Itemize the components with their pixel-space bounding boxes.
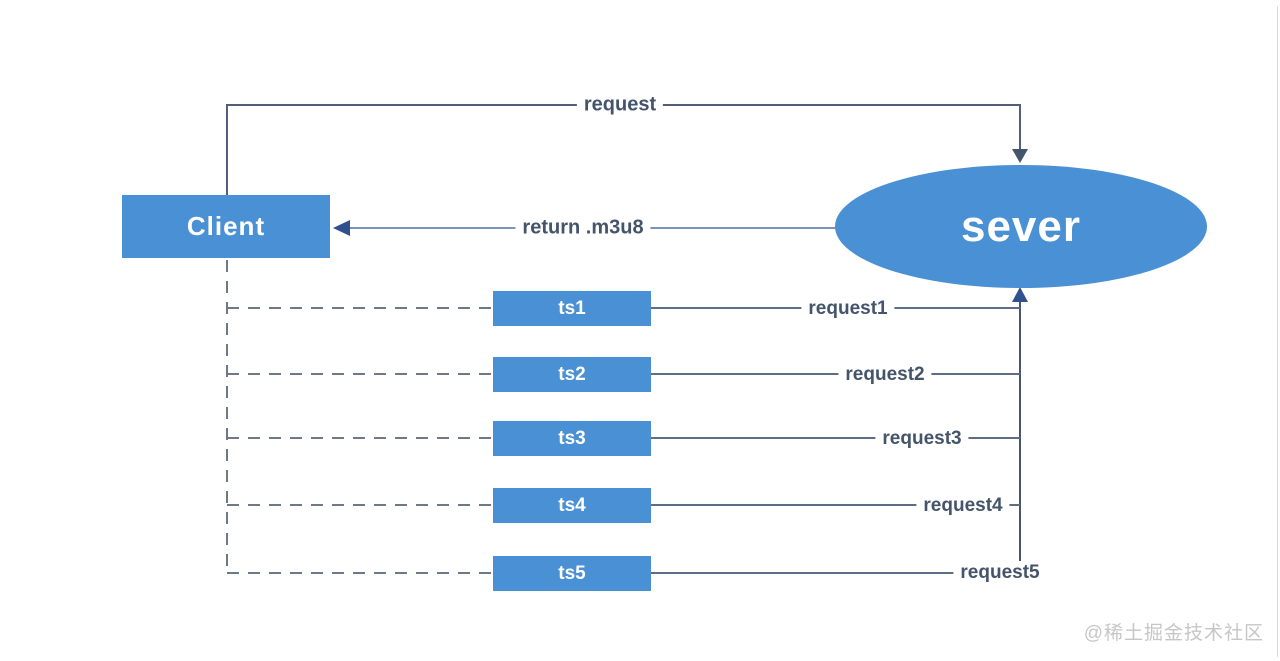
ts-segment-box: ts5 xyxy=(493,556,651,591)
ts-segment-box: ts3 xyxy=(493,421,651,456)
arrowhead-up-icon xyxy=(1012,287,1028,302)
ts-request-edge-label: request1 xyxy=(801,297,895,321)
watermark-text: @稀土掘金技术社区 xyxy=(1083,623,1264,644)
server-node: sever xyxy=(835,165,1207,288)
ts-request-edge-label: request4 xyxy=(916,494,1010,518)
ts-segment-box: ts1 xyxy=(493,291,651,326)
ts-request-edge-label: request2 xyxy=(838,363,932,387)
page-right-border xyxy=(1277,6,1278,657)
ts-segment-box: ts2 xyxy=(493,357,651,392)
ts-request-edge-label: request5 xyxy=(953,561,1047,585)
ts-request-edge-label: request3 xyxy=(875,427,969,451)
return-m3u8-edge-label: return .m3u8 xyxy=(515,215,651,241)
arrowhead-left-icon xyxy=(333,220,350,236)
request-edge-label: request xyxy=(576,92,664,118)
ts-segment-box: ts4 xyxy=(493,488,651,523)
client-node: Client xyxy=(122,195,330,258)
arrowhead-down-icon xyxy=(1012,149,1028,163)
